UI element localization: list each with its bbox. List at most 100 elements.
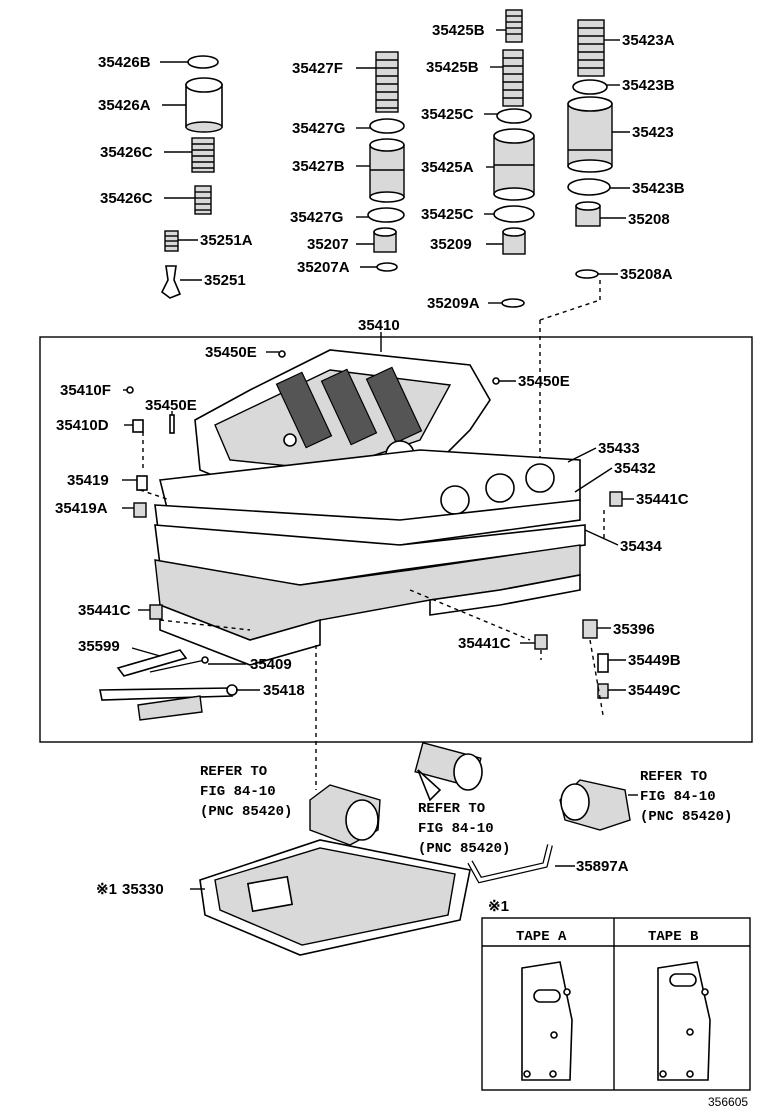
label-35423: 35423 bbox=[632, 124, 674, 141]
inset-note-mark: ※1 bbox=[488, 898, 509, 915]
refer-left-line1: REFER TO bbox=[200, 764, 267, 780]
part-35425A-sleeve bbox=[493, 128, 535, 201]
part-35251A-spring bbox=[164, 230, 179, 252]
part-35418-manual-valve bbox=[99, 684, 238, 721]
label-35209: 35209 bbox=[430, 236, 472, 253]
oil-pan-35330 bbox=[199, 839, 471, 956]
label-35433: 35433 bbox=[598, 440, 640, 457]
valve-body-assembly-frame bbox=[39, 336, 753, 743]
label-35423A: 35423A bbox=[622, 32, 675, 49]
label-35396: 35396 bbox=[613, 621, 655, 638]
label-35426B: 35426B bbox=[98, 54, 151, 71]
label-35427B: 35427B bbox=[292, 158, 345, 175]
part-35419A-spring bbox=[133, 502, 147, 518]
part-35427B-sleeve bbox=[369, 138, 405, 203]
part-35427G-ring-2 bbox=[367, 207, 405, 223]
label-35208: 35208 bbox=[628, 211, 670, 228]
part-35425C-ring-2 bbox=[493, 205, 535, 223]
refer-left-line2: FIG 84-10 bbox=[200, 784, 276, 800]
refer-mid-line2: FIG 84-10 bbox=[418, 821, 494, 837]
label-35425C-2: 35425C bbox=[421, 206, 474, 223]
part-35208-plug bbox=[575, 201, 601, 227]
refer-mid-line1: REFER TO bbox=[418, 801, 485, 817]
part-35423A-spring bbox=[577, 19, 605, 77]
part-35425C-ring-1 bbox=[496, 108, 532, 124]
part-35208A-clip bbox=[575, 269, 599, 279]
part-35425B-spring-1 bbox=[505, 9, 523, 43]
lower-valve-body bbox=[154, 544, 581, 666]
label-35441C-center: 35441C bbox=[458, 635, 511, 652]
part-35441C-plug-left bbox=[149, 604, 163, 620]
guide-line-35208A-mid bbox=[539, 299, 601, 321]
inset-tape-a-label: TAPE A bbox=[516, 929, 567, 945]
refer-mid-line3: (PNC 85420) bbox=[418, 841, 510, 857]
part-35426B-ring bbox=[187, 55, 219, 69]
part-35209-plug bbox=[502, 227, 526, 255]
label-35427G-2: 35427G bbox=[290, 209, 343, 226]
label-35432: 35432 bbox=[614, 460, 656, 477]
tape-b-shape bbox=[657, 961, 711, 1081]
label-35251A: 35251A bbox=[200, 232, 253, 249]
label-35426A: 35426A bbox=[98, 97, 151, 114]
part-35426A-valve bbox=[185, 77, 223, 133]
label-35330: 35330 bbox=[122, 881, 164, 898]
label-35425B-2: 35425B bbox=[426, 59, 479, 76]
label-35434: 35434 bbox=[620, 538, 662, 555]
solenoid-left bbox=[309, 784, 381, 846]
label-35441C-right: 35441C bbox=[636, 491, 689, 508]
label-35419A: 35419A bbox=[55, 500, 108, 517]
part-35427F-spring bbox=[375, 51, 399, 113]
label-35427F: 35427F bbox=[292, 60, 343, 77]
part-35423B-ring-1 bbox=[572, 79, 608, 95]
label-35410: 35410 bbox=[358, 317, 400, 334]
label-35449B: 35449B bbox=[628, 652, 681, 669]
tape-inset-box bbox=[481, 917, 751, 1091]
part-35449B-valve bbox=[597, 653, 609, 673]
label-35427G-1: 35427G bbox=[292, 120, 345, 137]
refer-right-line2: FIG 84-10 bbox=[640, 789, 716, 805]
label-35418: 35418 bbox=[263, 682, 305, 699]
leader-lines bbox=[122, 29, 634, 691]
label-35897A: 35897A bbox=[576, 858, 629, 875]
part-35207A-clip bbox=[376, 262, 398, 272]
label-35207: 35207 bbox=[307, 236, 349, 253]
refer-left-line3: (PNC 85420) bbox=[200, 804, 292, 820]
label-35208A: 35208A bbox=[620, 266, 673, 283]
label-35425C-1: 35425C bbox=[421, 106, 474, 123]
label-35251: 35251 bbox=[204, 272, 246, 289]
part-35423-sleeve bbox=[567, 96, 613, 173]
label-35426C-1: 35426C bbox=[100, 144, 153, 161]
label-35410F: 35410F bbox=[60, 382, 111, 399]
part-35209A-clip bbox=[501, 298, 525, 308]
part-35441C-plug-right bbox=[609, 491, 623, 507]
tape-a-shape bbox=[521, 961, 573, 1081]
label-35450E-right: 35450E bbox=[518, 373, 570, 390]
part-35426C-spring-1 bbox=[191, 137, 215, 173]
part-35410F-pin bbox=[126, 386, 134, 394]
body-dashed-guides bbox=[139, 432, 605, 790]
refer-right-line3: (PNC 85420) bbox=[640, 809, 732, 825]
part-35251-check-ball bbox=[160, 265, 182, 299]
note-mark-35330: ※1 bbox=[96, 881, 117, 898]
label-35450E-left: 35450E bbox=[145, 397, 197, 414]
part-35410D-plug bbox=[132, 419, 144, 433]
label-35450E-top: 35450E bbox=[205, 344, 257, 361]
label-35449C: 35449C bbox=[628, 682, 681, 699]
part-35441C-plug-center bbox=[534, 634, 548, 650]
figure-id: 356605 bbox=[708, 1095, 748, 1109]
solenoid-right bbox=[559, 779, 631, 831]
label-35209A: 35209A bbox=[427, 295, 480, 312]
label-35426C-2: 35426C bbox=[100, 190, 153, 207]
inset-tape-b-label: TAPE B bbox=[648, 929, 699, 945]
label-35425B-1: 35425B bbox=[432, 22, 485, 39]
label-35409: 35409 bbox=[250, 656, 292, 673]
refer-right-line1: REFER TO bbox=[640, 769, 707, 785]
label-35423B-1: 35423B bbox=[622, 77, 675, 94]
part-35425B-spring-2 bbox=[502, 49, 524, 107]
label-35410D: 35410D bbox=[56, 417, 109, 434]
part-35450E-pin-top bbox=[278, 350, 286, 358]
part-35427G-ring-1 bbox=[369, 118, 405, 134]
part-35419-ball bbox=[136, 475, 148, 491]
